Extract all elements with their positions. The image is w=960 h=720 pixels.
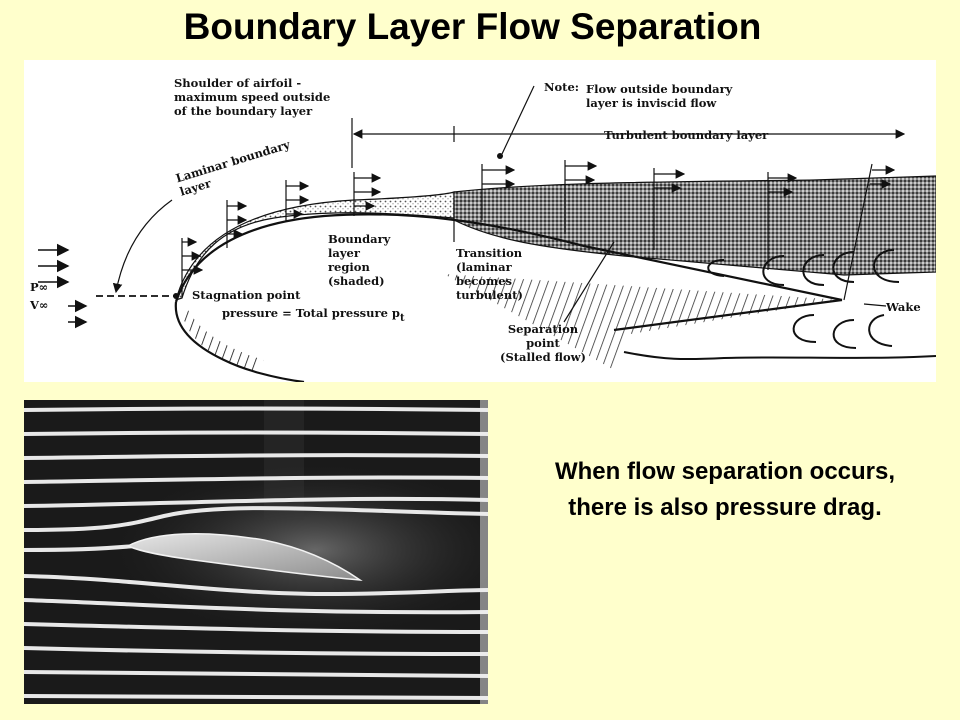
caption-line-2: there is also pressure drag. [568, 494, 882, 521]
p-infinity-label: P∞ [30, 280, 49, 294]
boundary-layer-diagram: Shoulder of airfoil - maximum speed outs… [24, 60, 936, 382]
smoke-tunnel-photo [24, 400, 488, 704]
freestream-arrows [38, 243, 88, 329]
smoke-streamlines [24, 406, 488, 700]
note-prefix-label: Note: [544, 80, 580, 94]
velocity-profiles [181, 160, 896, 301]
note-label: Flow outside boundary layer is inviscid … [586, 82, 733, 110]
total-pressure-label: pressure = Total pressure pt [222, 306, 405, 324]
turbulent-layer-label: Turbulent boundary layer [604, 128, 769, 142]
wake-vortices [707, 249, 900, 349]
boundary-region-label: Boundary layer region (shaded) [328, 232, 391, 288]
airfoil-illustration [38, 85, 936, 382]
laminar-boundary-region [175, 191, 455, 301]
drag-caption: When flow separation occurs, there is al… [490, 454, 960, 526]
transition-label: Transition (laminar becomes turbulent) [456, 246, 523, 302]
airfoil-upper-surface [174, 213, 843, 303]
streamline-photo-illustration [24, 400, 488, 704]
separation-point-label: Separation point (Stalled flow) [500, 322, 586, 364]
photo-airfoil [126, 533, 363, 581]
turbulent-boundary-region [453, 175, 936, 276]
airfoil-lower-surface [174, 301, 305, 382]
v-infinity-label: V∞ [30, 298, 49, 312]
slide-title: Boundary Layer Flow Separation [183, 6, 762, 47]
wake-label: Wake [886, 300, 921, 314]
caption-line-1: When flow separation occurs, [554, 458, 896, 485]
shoulder-label: Shoulder of airfoil - maximum speed outs… [174, 76, 331, 118]
pressure-subscript: t [399, 313, 405, 324]
stagnation-point-label: Stagnation point [192, 288, 301, 302]
